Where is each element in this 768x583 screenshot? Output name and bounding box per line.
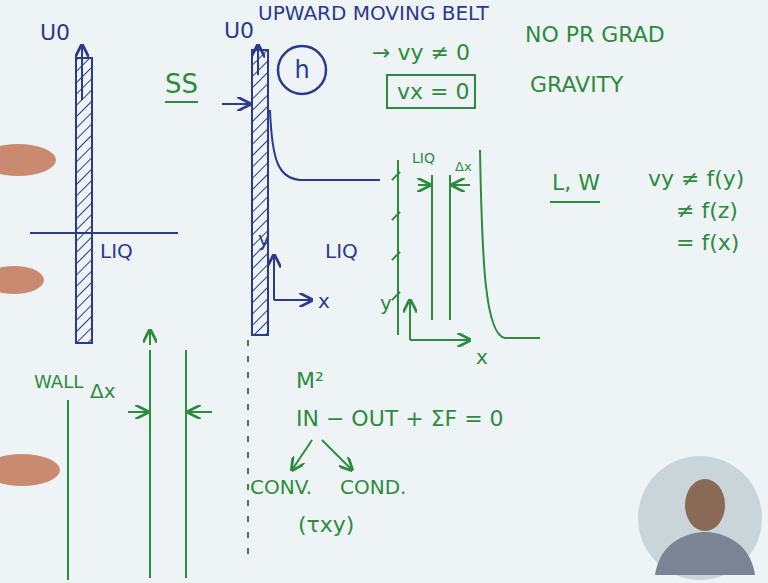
handwritten-note: y [380, 292, 392, 315]
handwritten-note: LIQ [325, 240, 358, 263]
handwritten-note: x [318, 290, 330, 313]
handwritten-note: LIQ [412, 150, 435, 166]
handwritten-note: (τxy) [298, 512, 354, 537]
circled-height: h [276, 44, 328, 96]
boxed-condition: vx = 0 [386, 74, 476, 109]
moving-belt [30, 45, 178, 343]
handwritten-note: U0 [224, 18, 254, 43]
presenter-inset [638, 456, 762, 580]
board-title: UPWARD MOVING BELT [258, 2, 489, 25]
node-text: vx = 0 [397, 79, 465, 104]
underline [165, 101, 198, 103]
handwritten-note: SS [165, 70, 198, 100]
handwritten-note: LIQ [100, 240, 133, 263]
handwritten-note: = f(x) [676, 230, 739, 255]
film-element [392, 150, 600, 340]
handwritten-note: M² [296, 368, 324, 393]
handwritten-note: NO PR GRAD [525, 22, 665, 47]
handwritten-note: Δx [455, 160, 472, 175]
handwritten-note: x [476, 346, 488, 369]
presenter-hand [0, 144, 60, 486]
handwritten-note: vy ≠ f(y) [648, 166, 744, 191]
handwritten-note: IN − OUT + ΣF = 0 [296, 406, 504, 431]
node-text: h [294, 56, 309, 84]
handwritten-note: Δx [90, 380, 116, 403]
handwritten-note: CONV. [250, 476, 312, 499]
handwritten-note: COND. [340, 476, 406, 499]
wall-element [68, 330, 352, 580]
handwritten-note: y [258, 228, 270, 251]
handwritten-note: GRAVITY [530, 72, 624, 97]
handwritten-note: U0 [40, 20, 70, 45]
handwritten-note: L, W [552, 170, 600, 195]
handwritten-note: → vy ≠ 0 [372, 40, 470, 65]
handwritten-note: WALL [34, 372, 83, 393]
steady-state-belt [222, 45, 380, 335]
handwritten-note: ≠ f(z) [676, 198, 738, 223]
